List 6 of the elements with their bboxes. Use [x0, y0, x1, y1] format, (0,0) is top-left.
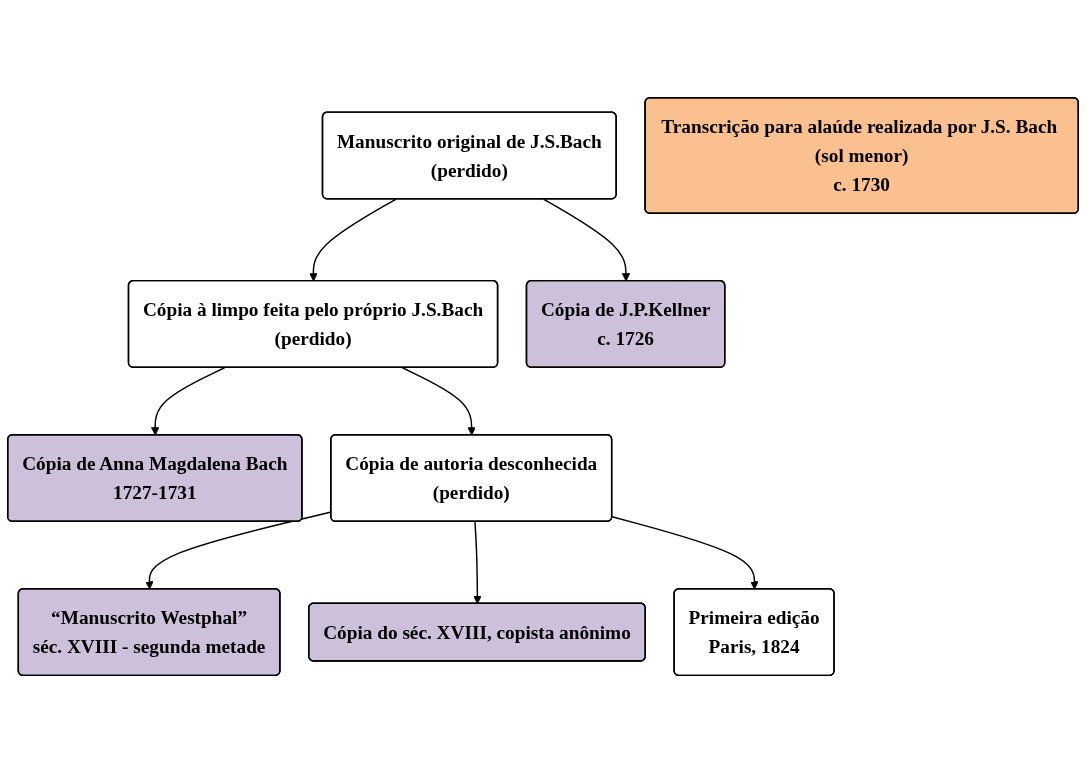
arrow: [611, 516, 759, 591]
arrow: [309, 199, 397, 282]
arrow: [401, 367, 476, 436]
arrow: [543, 199, 631, 282]
arrow: [150, 367, 226, 436]
arrow: [473, 521, 482, 605]
